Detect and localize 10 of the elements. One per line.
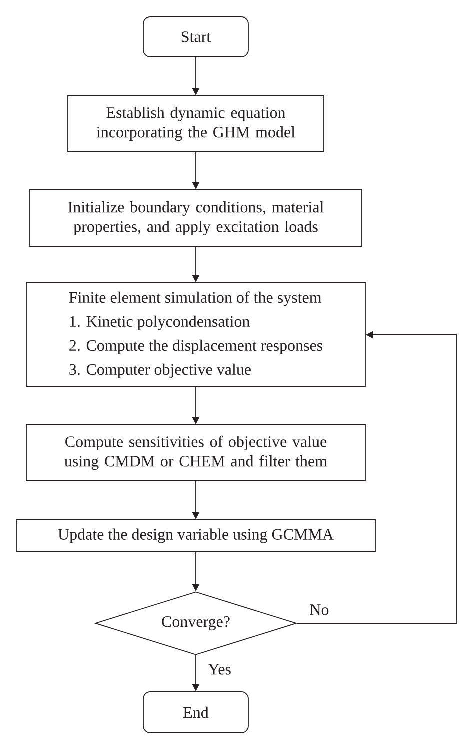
edge-label: No <box>310 604 329 616</box>
process-box: Initialize boundary conditions, material properties, and apply excitation loads <box>30 190 362 248</box>
terminal-box: Start <box>143 16 249 58</box>
process-box: Update the design variable using GCMMA <box>16 520 376 552</box>
edge-label: Yes <box>208 664 231 675</box>
terminal-box: End <box>143 692 249 734</box>
arrow <box>296 331 458 624</box>
process-box: Compute sensitivities of objective value using CMDM or CHEM and filter them <box>26 424 366 482</box>
process-box: Finite element simulation of the system 1. Kinetic polycondensation 2. Compute the displacement responses 3. Computer objective value <box>26 282 366 388</box>
process-box: Establish dynamic equation incorporating the GHM model <box>68 96 324 152</box>
